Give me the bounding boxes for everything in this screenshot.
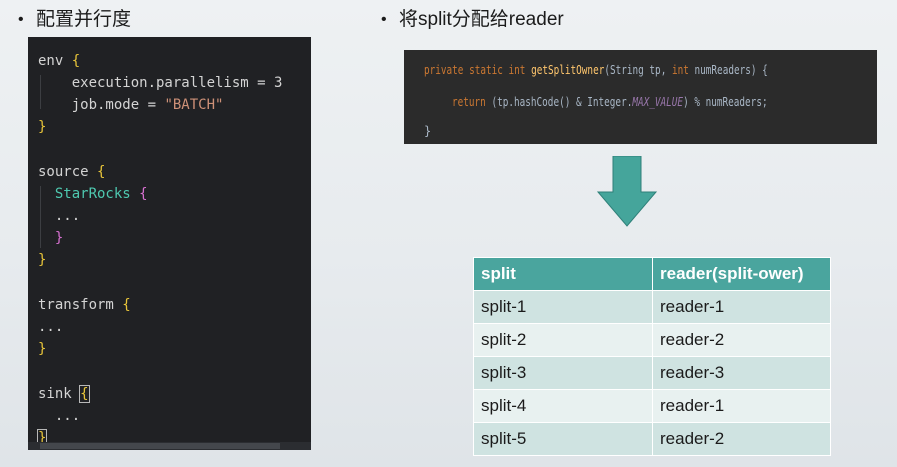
table-row: split-5 reader-2 — [473, 422, 831, 456]
code-line-source-close: } — [38, 252, 47, 268]
right-heading-text: 将split分配给reader — [399, 9, 564, 30]
column-header-split: split — [473, 257, 653, 291]
table-row: split-4 reader-1 — [473, 389, 831, 423]
code-line-signature: private static int getSplitOwner(String … — [424, 63, 768, 77]
split-cell: split-5 — [473, 422, 653, 456]
horizontal-scrollbar[interactable] — [28, 442, 311, 450]
code-line-mode: job.mode = "BATCH" — [71, 97, 224, 113]
reader-cell: reader-2 — [652, 323, 831, 357]
down-arrow-icon — [596, 156, 658, 227]
code-line-source: source { — [38, 164, 106, 180]
code-line-env-close: } — [38, 119, 47, 135]
table-row: split-1 reader-1 — [473, 290, 831, 324]
table-row: split-2 reader-2 — [473, 323, 831, 357]
column-header-reader: reader(split-ower) — [652, 257, 831, 291]
code-line-parallelism: execution.parallelism = 3 — [71, 75, 283, 91]
code-line-sink-close: } — [36, 429, 48, 447]
split-cell: split-2 — [473, 323, 653, 357]
bullet-dot: • — [381, 11, 387, 28]
code-line-ellipsis: ... — [54, 208, 81, 224]
config-code-panel: env { execution.parallelism = 3 job.mode… — [28, 37, 311, 450]
split-cell: split-1 — [473, 290, 653, 324]
code-line-transform-close: } — [38, 341, 47, 357]
code-line-ellipsis: ... — [38, 319, 64, 335]
split-cell: split-3 — [473, 356, 653, 390]
right-heading: • 将split分配给reader — [381, 8, 564, 32]
reader-cell: reader-1 — [652, 389, 831, 423]
code-line-env: env { — [38, 53, 81, 69]
indent-guide — [40, 75, 41, 109]
code-line-sink: sink { — [38, 385, 90, 403]
scrollbar-thumb[interactable] — [40, 443, 280, 449]
table-row: split-3 reader-3 — [473, 356, 831, 390]
table-header-row: split reader(split-ower) — [473, 257, 831, 291]
code-line-ellipsis: ... — [54, 408, 81, 424]
code-line-connector-close: } — [54, 230, 64, 246]
split-owner-code: private static int getSplitOwner(String … — [404, 50, 877, 144]
left-heading: • 配置并行度 — [18, 8, 131, 32]
left-heading-text: 配置并行度 — [36, 9, 132, 30]
split-cell: split-4 — [473, 389, 653, 423]
reader-cell: reader-1 — [652, 290, 831, 324]
code-line-transform: transform { — [38, 297, 131, 313]
code-line-return: return (tp.hashCode() & Integer.MAX_VALU… — [452, 95, 768, 109]
code-line-close: } — [424, 124, 432, 138]
indent-guide — [40, 186, 41, 248]
split-reader-table: split reader(split-ower) split-1 reader-… — [473, 257, 831, 456]
reader-cell: reader-3 — [652, 356, 831, 390]
reader-cell: reader-2 — [652, 422, 831, 456]
code-line-connector: StarRocks { — [54, 186, 148, 202]
bullet-dot: • — [18, 11, 24, 28]
